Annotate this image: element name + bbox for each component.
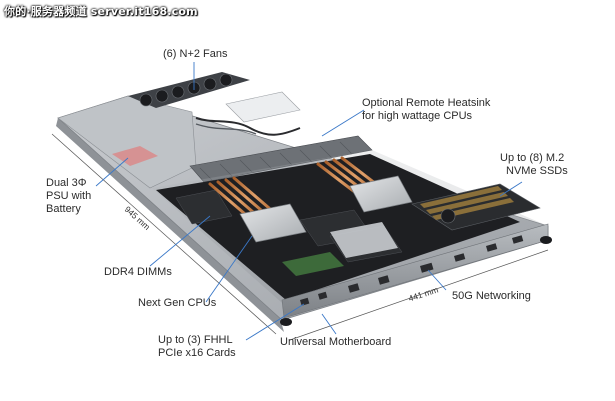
label-cpus: Next Gen CPUs bbox=[138, 297, 217, 309]
fan-cables bbox=[195, 117, 301, 136]
fan-row bbox=[139, 73, 233, 107]
dimension-lines bbox=[51, 133, 549, 341]
label-pcie-2: PCIe x16 Cards bbox=[158, 347, 236, 359]
leader-lines bbox=[95, 62, 523, 341]
label-psu-1: Dual 3Φ bbox=[46, 177, 87, 189]
chassis-foot-left bbox=[280, 318, 292, 326]
label-heatsink-1: Optional Remote Heatsink bbox=[362, 97, 491, 109]
label-psu-2: PSU with bbox=[46, 190, 92, 202]
label-psu-3: Battery bbox=[46, 203, 81, 215]
label-dimms: DDR4 DIMMs bbox=[104, 266, 172, 278]
chassis-foot-right bbox=[540, 236, 552, 244]
lid-sticker bbox=[112, 146, 158, 166]
label-heatsink-2: for high wattage CPUs bbox=[362, 110, 473, 122]
pcb-accent bbox=[282, 252, 344, 276]
cpu-heatsink-left bbox=[239, 203, 307, 243]
chassis-lid bbox=[57, 95, 197, 189]
front-io-ports bbox=[300, 235, 524, 306]
fan-controller-module bbox=[225, 91, 301, 123]
module-fan bbox=[440, 208, 456, 224]
cpu-heatsink-right bbox=[349, 175, 413, 213]
label-ssd-2: NVMe SSDs bbox=[506, 165, 568, 177]
watermark-logo: 你的·服务器频道 server.it168.com bbox=[4, 5, 198, 18]
pcie-riser bbox=[330, 222, 398, 258]
label-motherboard: Universal Motherboard bbox=[280, 336, 392, 348]
label-pcie-1: Up to (3) FHHL bbox=[158, 334, 233, 346]
label-ssd-1: Up to (8) M.2 bbox=[500, 152, 565, 164]
label-fans: (6) N+2 Fans bbox=[163, 48, 228, 60]
label-networking: 50G Networking bbox=[452, 290, 531, 302]
